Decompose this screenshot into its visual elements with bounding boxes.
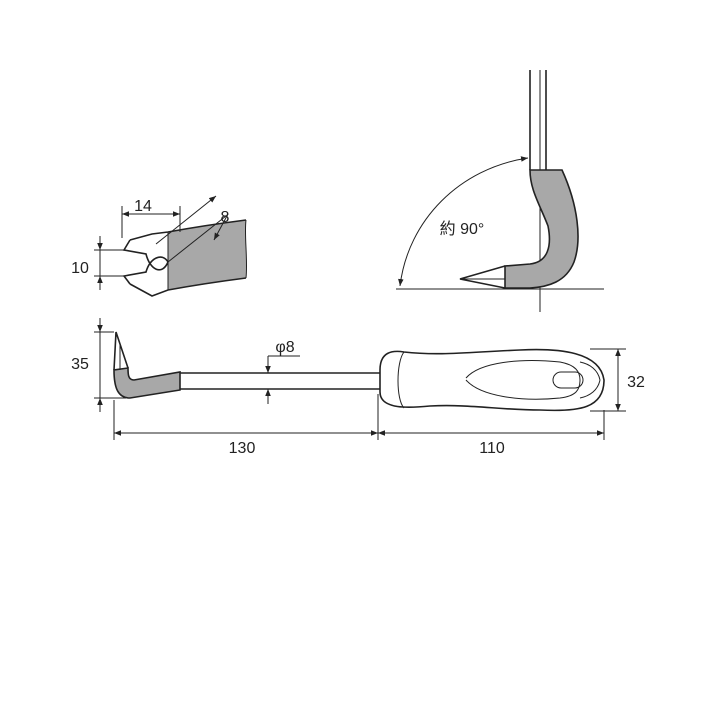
dimension-lengths: 130 110 [113, 394, 605, 457]
dimension-shaft-diameter: φ8 [265, 339, 300, 404]
bend-grip-shading [504, 169, 579, 289]
handle-height-label: 32 [627, 374, 645, 391]
fork-tip-detail [122, 219, 248, 297]
handle-outline [379, 348, 605, 412]
notch-width-label: 14 [134, 198, 152, 215]
hook-grip-shading [113, 367, 181, 399]
shaft-diameter-label: φ8 [275, 339, 294, 356]
tool-side-view [113, 331, 605, 412]
notch-depth-label: 8 [221, 209, 230, 226]
dimension-handle-height: 32 [590, 348, 645, 412]
shaft-length-label: 130 [229, 440, 256, 457]
fork-height-label: 10 [71, 260, 89, 277]
handle-length-label: 110 [479, 440, 505, 457]
dimension-notch-depth: 8 [155, 195, 230, 263]
handle-slot [552, 371, 584, 389]
bend-angle-detail: 約 90° [396, 70, 604, 312]
dimension-notch-width: 14 [121, 198, 181, 238]
fork-grip-shading [168, 220, 246, 290]
bend-angle-label: 約 90° [440, 220, 485, 238]
dimension-hook-height: 35 [71, 318, 126, 412]
dimension-fork-height: 10 [71, 236, 124, 290]
hook-height-label: 35 [71, 356, 89, 373]
